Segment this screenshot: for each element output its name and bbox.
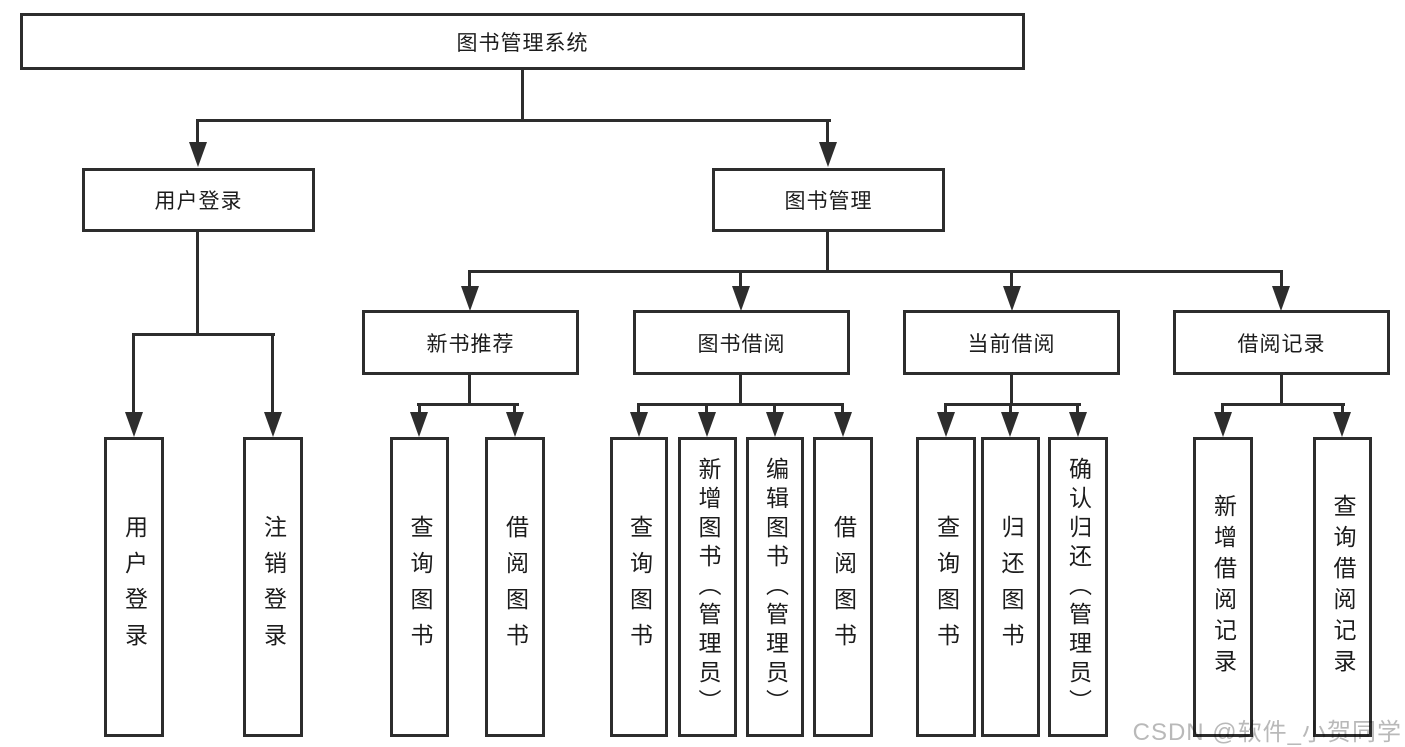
watermark: CSDN @软件_小贺同学 — [1132, 719, 1402, 746]
connector-line — [1221, 403, 1224, 414]
node-user-login: 用户登录 — [82, 168, 315, 232]
arrow-down-icon — [1214, 412, 1232, 437]
arrow-down-icon — [819, 142, 837, 167]
arrow-down-icon — [766, 412, 784, 437]
arrow-down-icon — [1001, 412, 1019, 437]
connector-line — [637, 403, 640, 414]
connector-line — [513, 403, 516, 414]
connector-line — [468, 373, 471, 405]
connector-line — [705, 403, 708, 414]
leaf-user-login: 用户登录 — [104, 437, 164, 737]
arrow-down-icon — [1003, 286, 1021, 311]
arrow-down-icon — [125, 412, 143, 437]
connector-line — [826, 230, 829, 273]
node-borrowing-records-label: 借阅记录 — [1237, 332, 1326, 356]
leaf-bb-query-books: 查询图书 — [610, 437, 668, 737]
leaf-logout-login: 注销登录 — [243, 437, 303, 737]
node-root: 图书管理系统 — [20, 13, 1025, 70]
leaf-bb-edit-books-admin-label: 编辑图书（管理员） — [762, 456, 789, 718]
connector-line — [1076, 403, 1079, 414]
arrow-down-icon — [189, 142, 207, 167]
node-borrowing-records: 借阅记录 — [1173, 310, 1390, 375]
leaf-bb-borrow-books-label: 借阅图书 — [830, 515, 857, 659]
leaf-bb-add-books-admin-label: 新增图书（管理员） — [695, 456, 721, 718]
leaf-nbr-query-books: 查询图书 — [390, 437, 449, 737]
connector-line — [637, 403, 844, 406]
node-root-label: 图书管理系统 — [456, 31, 589, 55]
connector-line — [417, 403, 519, 406]
leaf-cb-query-books-label: 查询图书 — [933, 515, 960, 659]
node-book-borrowing-label: 图书借阅 — [697, 332, 786, 356]
leaf-nbr-borrow-books-label: 借阅图书 — [502, 515, 529, 659]
connector-line — [196, 230, 199, 336]
node-new-book-recommend: 新书推荐 — [362, 310, 579, 375]
leaf-br-add-record: 新增借阅记录 — [1193, 437, 1253, 737]
arrow-down-icon — [506, 412, 524, 437]
leaf-br-query-record-label: 查询借阅记录 — [1330, 494, 1356, 680]
connector-line — [468, 270, 471, 288]
leaf-logout-login-label: 注销登录 — [260, 515, 287, 659]
connector-line — [521, 68, 524, 121]
leaf-br-query-record: 查询借阅记录 — [1313, 437, 1372, 737]
arrow-down-icon — [630, 412, 648, 437]
node-current-borrowing-label: 当前借阅 — [967, 332, 1056, 356]
leaf-bb-borrow-books: 借阅图书 — [813, 437, 873, 737]
connector-line — [132, 333, 135, 414]
leaf-nbr-query-books-label: 查询图书 — [407, 515, 433, 659]
connector-line — [1009, 403, 1012, 414]
leaf-bb-add-books-admin: 新增图书（管理员） — [678, 437, 737, 737]
node-book-management: 图书管理 — [712, 168, 945, 232]
connector-line — [271, 333, 274, 414]
leaf-cb-confirm-return-admin: 确认归还（管理员） — [1048, 437, 1108, 737]
connector-line — [196, 119, 831, 122]
connector-line — [739, 270, 742, 288]
arrow-down-icon — [264, 412, 282, 437]
leaf-cb-confirm-return-admin-label: 确认归还（管理员） — [1065, 456, 1092, 718]
arrow-down-icon — [1272, 286, 1290, 311]
connector-line — [1010, 373, 1013, 405]
leaf-cb-return-books-label: 归还图书 — [998, 515, 1024, 659]
node-user-login-label: 用户登录 — [154, 190, 243, 213]
node-current-borrowing: 当前借阅 — [903, 310, 1120, 375]
arrow-down-icon — [937, 412, 955, 437]
connector-line — [1280, 270, 1283, 288]
connector-line — [944, 403, 1081, 406]
arrow-down-icon — [1333, 412, 1351, 437]
arrow-down-icon — [834, 412, 852, 437]
leaf-br-add-record-label: 新增借阅记录 — [1210, 494, 1237, 680]
arrow-down-icon — [732, 286, 750, 311]
connector-line — [1010, 270, 1013, 288]
arrow-down-icon — [698, 412, 716, 437]
connector-line — [944, 403, 947, 414]
connector-line — [1280, 373, 1283, 405]
node-new-book-recommend-label: 新书推荐 — [426, 332, 515, 356]
leaf-bb-query-books-label: 查询图书 — [626, 515, 653, 659]
arrow-down-icon — [410, 412, 428, 437]
arrow-down-icon — [1069, 412, 1087, 437]
leaf-cb-return-books: 归还图书 — [981, 437, 1040, 737]
connector-line — [132, 333, 275, 336]
connector-line — [468, 270, 1283, 273]
connector-line — [773, 403, 776, 414]
node-book-management-label: 图书管理 — [784, 190, 873, 213]
connector-line — [1221, 403, 1345, 406]
connector-line — [1341, 403, 1344, 414]
connector-line — [739, 373, 742, 405]
connector-line — [841, 403, 844, 414]
leaf-nbr-borrow-books: 借阅图书 — [485, 437, 545, 737]
connector-line — [826, 119, 829, 145]
leaf-user-login-label: 用户登录 — [121, 515, 148, 659]
arrow-down-icon — [461, 286, 479, 311]
node-book-borrowing: 图书借阅 — [633, 310, 850, 375]
connector-line — [196, 119, 199, 145]
connector-line — [418, 403, 421, 414]
leaf-cb-query-books: 查询图书 — [916, 437, 976, 737]
leaf-bb-edit-books-admin: 编辑图书（管理员） — [746, 437, 804, 737]
